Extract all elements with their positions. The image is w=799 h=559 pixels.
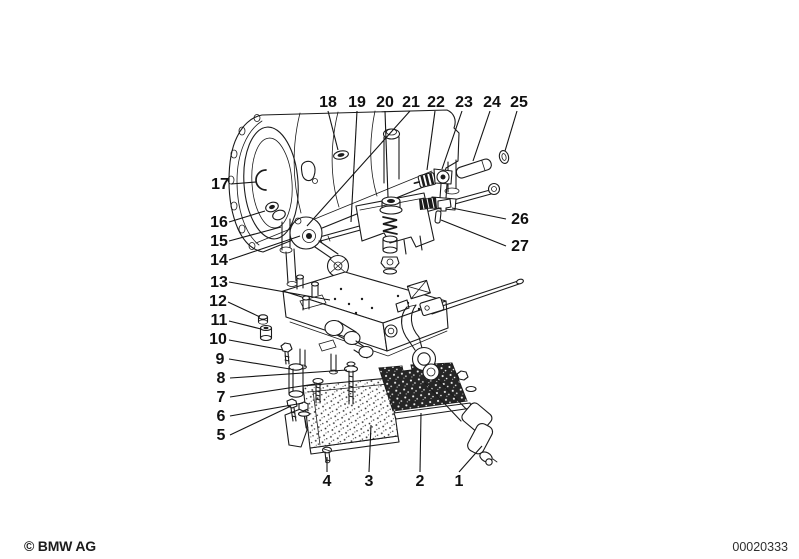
leader-line-20 <box>384 110 389 198</box>
leader-line-14 <box>228 235 301 261</box>
leader-line-24 <box>472 110 491 162</box>
callout-27: 27 <box>511 238 529 255</box>
callout-17: 17 <box>211 176 229 193</box>
callout-16: 16 <box>210 214 228 231</box>
callout-19: 19 <box>348 94 366 111</box>
callout-8: 8 <box>217 370 226 387</box>
callout-21: 21 <box>402 94 420 111</box>
leader-line-13 <box>228 281 331 301</box>
callout-9: 9 <box>216 351 225 368</box>
cable-drawing <box>395 278 524 317</box>
leader-line-19 <box>350 110 358 223</box>
spring-assembly-drawing <box>355 192 435 275</box>
kickdown-parts-drawing <box>413 150 510 224</box>
leader-line-27 <box>440 219 507 247</box>
callout-25: 25 <box>510 94 528 111</box>
callout-23: 23 <box>455 94 473 111</box>
leader-line-23 <box>441 110 463 170</box>
callout-7: 7 <box>217 389 226 406</box>
callout-13: 13 <box>210 274 228 291</box>
leader-line-8 <box>229 369 348 379</box>
leader-line-25 <box>504 110 518 152</box>
callout-11: 11 <box>211 312 228 329</box>
leader-line-9 <box>228 358 291 370</box>
leader-line-16 <box>228 210 266 223</box>
selector-lever-drawing <box>401 304 498 466</box>
callout-18: 18 <box>319 94 337 111</box>
callout-12: 12 <box>209 293 227 310</box>
leader-line-1 <box>458 445 483 473</box>
callout-20: 20 <box>376 94 394 111</box>
callout-2: 2 <box>416 473 425 490</box>
leader-line-6 <box>229 402 304 417</box>
leader-line-12 <box>227 301 261 318</box>
leader-line-11 <box>228 320 262 330</box>
callout-4: 4 <box>323 473 332 490</box>
leader-line-7 <box>229 383 316 398</box>
callout-26: 26 <box>511 211 529 228</box>
leader-line-22 <box>426 110 436 171</box>
callout-22: 22 <box>427 94 445 111</box>
oil-strainer-drawing <box>284 377 400 464</box>
leader-line-18 <box>327 110 339 151</box>
callout-15: 15 <box>210 233 228 250</box>
callout-24: 24 <box>483 94 501 111</box>
callout-1: 1 <box>455 473 464 490</box>
leader-line-15 <box>228 226 282 242</box>
leader-line-26 <box>451 207 507 220</box>
gasket-plate-drawing <box>378 362 473 420</box>
copyright-text: © BMW AG <box>24 538 96 554</box>
callout-3: 3 <box>365 473 374 490</box>
callout-14: 14 <box>210 252 228 269</box>
leader-line-21 <box>306 110 411 227</box>
callout-6: 6 <box>217 408 226 425</box>
callout-5: 5 <box>217 427 226 444</box>
transmission-housing-drawing <box>227 109 460 287</box>
leader-line-5 <box>229 405 292 436</box>
document-number: 00020333 <box>732 540 788 554</box>
leader-line-17 <box>230 181 257 185</box>
leader-line-3 <box>368 424 372 473</box>
leader-line-2 <box>419 412 422 473</box>
callout-10: 10 <box>209 331 227 348</box>
leader-line-10 <box>228 339 284 351</box>
